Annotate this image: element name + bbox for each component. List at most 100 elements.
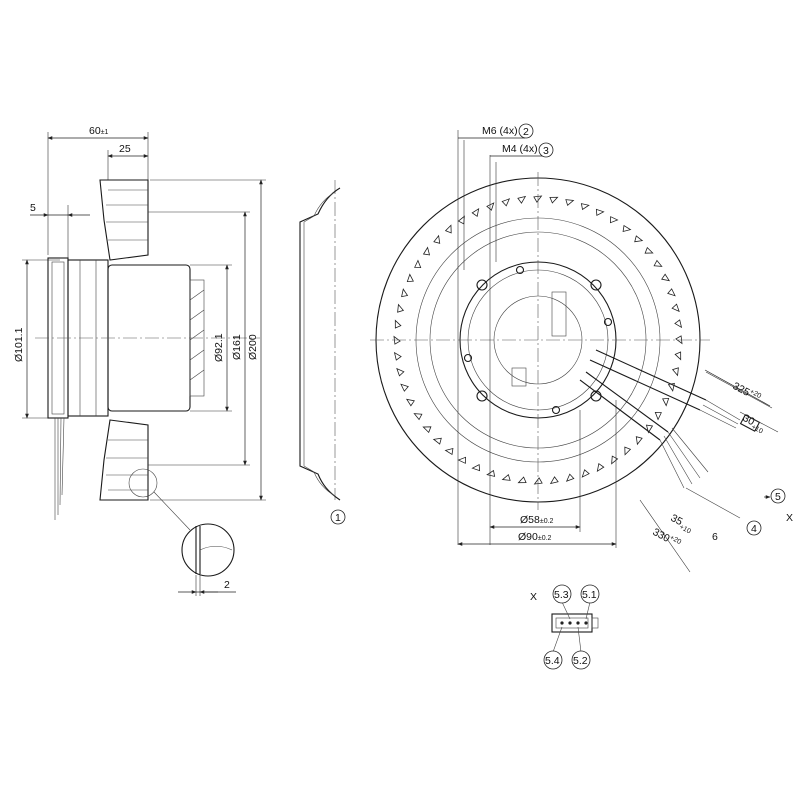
blade-mark (471, 464, 481, 472)
blade-mark (662, 397, 670, 407)
flange-dim-label: 5 (30, 202, 36, 214)
blade-mark (393, 335, 401, 345)
m4-hole (515, 265, 525, 275)
blade-mark (393, 351, 402, 361)
detail-view-circle (181, 523, 235, 577)
dim-330-label: 330+20 (651, 526, 683, 550)
side-view: 60±1 25 5 Ø101.1 (13, 125, 266, 596)
m4-hole (603, 317, 613, 327)
m6-label: M6 (4x) (482, 125, 518, 137)
cable-bundle-side (54, 417, 65, 520)
blade-mark (611, 455, 619, 465)
blade-mark (565, 199, 575, 207)
d90-dim-label: Ø90±0.2 (518, 531, 552, 543)
dim-6-label: 6 (712, 531, 718, 543)
m4-label: M4 (4x) (502, 143, 538, 155)
connector-view: X 5.3 5.1 5.4 5.2 (530, 584, 600, 670)
blade-mark (444, 447, 454, 456)
blade-mark (595, 208, 605, 216)
blade-mark (396, 367, 405, 377)
blade-mark (444, 224, 452, 234)
inlet-nozzle (299, 187, 341, 501)
detail-circle (128, 468, 158, 498)
blade-mark (486, 469, 496, 477)
blade-mark (667, 288, 676, 297)
blade-mark (533, 195, 543, 203)
connector-view-title: X (530, 591, 537, 603)
blade-mark (501, 198, 511, 207)
dim-35-label: 35+10 (668, 512, 695, 535)
view-x-label: X (786, 512, 793, 524)
callout-4: 4 (751, 523, 757, 535)
blade-mark (635, 436, 643, 446)
blade-mark (433, 234, 441, 244)
blade-marks (393, 195, 683, 485)
blade-mark (596, 463, 605, 473)
blade-mark (624, 446, 632, 456)
depth-dim-label: 60±1 (89, 125, 109, 137)
nozzle-view: 1 (299, 180, 346, 525)
nozzle-callout: 1 (335, 512, 341, 524)
callout-5: 5 (775, 491, 781, 503)
label-sticker (511, 367, 527, 387)
blade-mark (406, 273, 414, 283)
blade-mark (394, 319, 402, 329)
blade-mark (401, 288, 409, 298)
blade-mark (580, 203, 590, 211)
blade-mark (654, 411, 662, 421)
blade-mark (565, 473, 575, 482)
blade-mark (400, 383, 409, 392)
blade-mark (634, 235, 644, 243)
m6-hole (590, 279, 602, 291)
hub-depth-dim-label: 25 (119, 143, 131, 155)
d200-dim-label: Ø200 (247, 334, 259, 360)
blade-mark (471, 207, 480, 217)
m4-hole (463, 353, 473, 363)
d101-dim-label: Ø101.1 (13, 327, 25, 362)
d161-dim-label: Ø161 (231, 334, 243, 360)
pin-5-1-label: 5.1 (582, 589, 597, 601)
m6-hole (476, 390, 488, 402)
impeller-blade-bottom (99, 419, 149, 501)
blade-mark (517, 195, 527, 204)
blade-mark (397, 303, 405, 313)
blade-mark (645, 424, 654, 434)
blade-mark (674, 319, 683, 329)
blade-mark (549, 476, 559, 485)
blade-mark (486, 202, 495, 211)
m6-hole (476, 279, 488, 291)
blade-mark (609, 216, 619, 224)
m4-callout: 3 (543, 145, 549, 157)
pin-5-4-label: 5.4 (545, 655, 560, 667)
pin-5-2-label: 5.2 (573, 655, 588, 667)
blade-mark (674, 351, 682, 361)
blade-mark (457, 456, 467, 464)
blade-mark (414, 259, 422, 269)
blade-mark (671, 367, 679, 377)
dim-30-label: 30+10 (740, 412, 767, 435)
blade-mark (422, 426, 432, 434)
d92-dim-label: Ø92.1 (213, 333, 225, 362)
cable-upper (589, 349, 707, 411)
blade-mark (622, 224, 632, 233)
blade-mark (581, 469, 590, 478)
blade-mark (405, 398, 415, 407)
blade-mark (501, 473, 511, 481)
front-view: M6 (4x) 2 M4 (4x) 3 Ø58±0.2 Ø90±0.2 325+… (370, 123, 793, 573)
pin-5-3-label: 5.3 (554, 589, 569, 601)
cable-lower (579, 371, 669, 441)
blade-mark (675, 335, 683, 345)
m6-callout: 2 (523, 126, 529, 138)
blade-mark (533, 477, 543, 485)
blade-mark (457, 215, 465, 225)
blade-mark (671, 303, 680, 313)
detail-dim-label: 2 (224, 579, 230, 591)
blade-mark (549, 196, 559, 204)
d58-dim-label: Ø58±0.2 (520, 514, 554, 526)
m4-hole (551, 405, 561, 415)
blade-mark (422, 246, 431, 256)
dim-325-line (704, 369, 771, 407)
impeller-blade-top (99, 179, 149, 261)
blade-mark (413, 413, 423, 421)
